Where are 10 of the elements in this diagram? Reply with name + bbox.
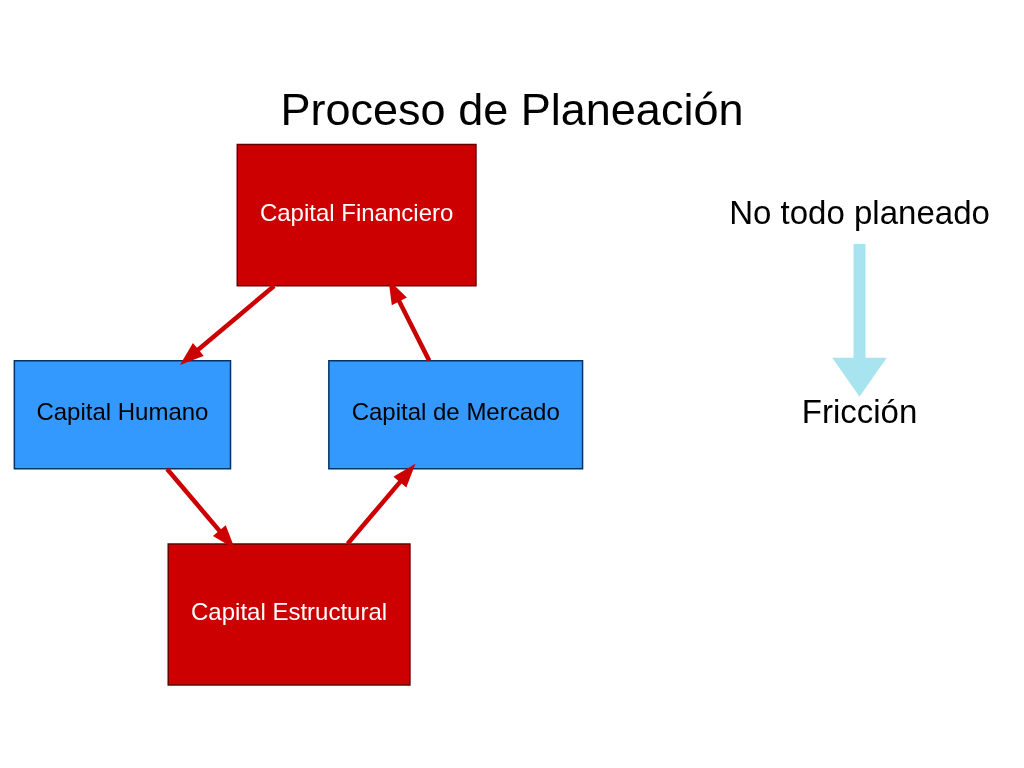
diagram-title: Proceso de Planeación: [280, 84, 744, 136]
arrow: [345, 463, 416, 546]
node-box: Capital Humano: [13, 360, 232, 470]
node-text: No todo planeado: [729, 193, 990, 231]
node-text: Fricción: [801, 393, 918, 431]
arrow: [832, 243, 887, 397]
arrow: [179, 284, 276, 365]
node-box: Capital Financiero: [236, 143, 477, 287]
node-box: Capital de Mercado: [328, 360, 584, 470]
node-box: Capital Estructural: [167, 543, 411, 686]
